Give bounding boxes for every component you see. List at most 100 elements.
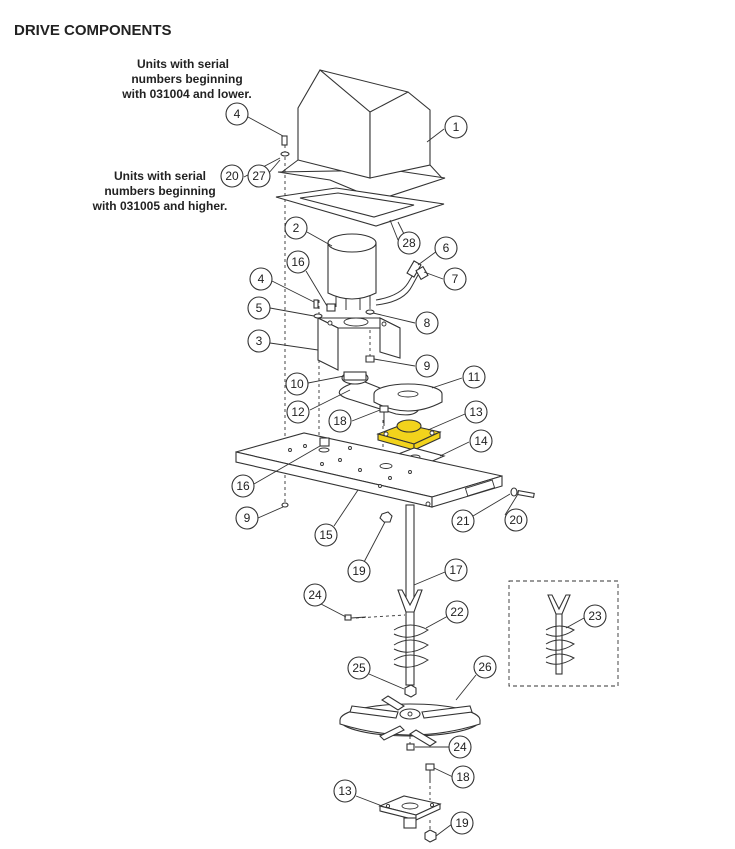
callout-label: 7 (452, 272, 459, 286)
side-bolt (510, 487, 535, 498)
drive-belt-pulleys (338, 371, 443, 416)
callout-22: 22 (445, 600, 469, 624)
callout-3: 3 (247, 329, 271, 353)
callout-label: 14 (474, 434, 488, 448)
callout-18: 18 (328, 409, 352, 433)
auger (393, 624, 429, 668)
motor (327, 233, 377, 310)
callout-label: 17 (449, 563, 463, 577)
callout-9: 9 (415, 354, 439, 378)
callout-label: 6 (443, 241, 450, 255)
callout-15: 15 (314, 523, 338, 547)
callout-label: 26 (478, 660, 492, 674)
leader-lines (243, 116, 585, 837)
bottom-bolt (406, 743, 415, 751)
auger-nut (404, 684, 417, 698)
callout-25: 25 (347, 656, 371, 680)
callout-label: 16 (291, 255, 305, 269)
callout-label: 21 (456, 514, 470, 528)
drive-shaft (397, 504, 423, 686)
bolt (379, 405, 389, 426)
callout-21: 21 (451, 509, 475, 533)
gasket (275, 187, 445, 227)
callout-label: 5 (256, 301, 263, 315)
serial-note-old: Units with serial numbers beginning with… (121, 57, 251, 101)
callout-label: 24 (453, 740, 467, 754)
note-line: numbers beginning (131, 72, 242, 86)
callout-label: 3 (256, 334, 263, 348)
callout-label: 12 (291, 405, 305, 419)
note-line: Units with serial (137, 57, 229, 71)
callout-7: 7 (443, 267, 467, 291)
base-plate (235, 432, 503, 508)
callout-19: 19 (450, 811, 474, 835)
callout-1: 1 (444, 115, 468, 139)
spinner-disc (339, 695, 481, 747)
nut (379, 511, 393, 523)
bushing (319, 437, 330, 447)
callout-label: 9 (244, 511, 251, 525)
callout-label: 18 (456, 770, 470, 784)
callout-label: 16 (236, 479, 250, 493)
callout-label: 8 (424, 316, 431, 330)
lower-nut (424, 829, 437, 843)
callout-label: 13 (338, 784, 352, 798)
callout-13: 13 (333, 779, 357, 803)
callout-19: 19 (347, 559, 371, 583)
callout-label: 20 (225, 169, 239, 183)
callout-10: 10 (285, 372, 309, 396)
callout-label: 9 (424, 359, 431, 373)
alternate-auger-inset (508, 580, 619, 687)
note-line: numbers beginning (104, 184, 215, 198)
callout-label: 18 (333, 414, 347, 428)
callout-23: 23 (583, 604, 607, 628)
callout-5: 5 (247, 296, 271, 320)
bracket-fasteners (280, 135, 375, 363)
callout-label: 10 (290, 377, 304, 391)
callout-label: 19 (455, 816, 469, 830)
callout-8: 8 (415, 311, 439, 335)
callout-17: 17 (444, 558, 468, 582)
callout-label: 11 (468, 370, 481, 384)
callout-16: 16 (231, 474, 255, 498)
callout-label: 25 (352, 661, 366, 675)
callout-26: 26 (473, 655, 497, 679)
callout-24: 24 (303, 583, 327, 607)
callout-label: 23 (588, 609, 602, 623)
callout-label: 13 (469, 405, 483, 419)
callout-label: 1 (453, 120, 460, 134)
serial-note-new: Units with serial numbers beginning with… (92, 169, 228, 213)
washer (281, 502, 289, 508)
callout-label: 28 (402, 236, 416, 250)
callout-14: 14 (469, 429, 493, 453)
callout-label: 2 (293, 221, 300, 235)
callout-11: 11 (462, 365, 486, 389)
flange-bearing-highlighted (376, 419, 442, 451)
callout-2: 2 (284, 216, 308, 240)
callout-6: 6 (434, 236, 458, 260)
note-line: Units with serial (114, 169, 206, 183)
note-line: with 031004 and lower. (121, 87, 251, 101)
motor-mount-bracket (317, 317, 401, 371)
callout-20: 20 (220, 164, 244, 188)
callout-label: 19 (352, 564, 366, 578)
callout-label: 4 (258, 272, 265, 286)
callout-12: 12 (286, 400, 310, 424)
callout-label: 20 (509, 513, 523, 527)
callout-label: 4 (234, 107, 241, 121)
callout-16: 16 (286, 250, 310, 274)
lower-flange-bearing (378, 795, 442, 829)
callout-28: 28 (397, 231, 421, 255)
note-line: with 031005 and higher. (92, 199, 228, 213)
callout-4: 4 (249, 267, 273, 291)
callout-label: 22 (450, 605, 464, 619)
callout-27: 27 (247, 164, 271, 188)
auger-bolt (344, 614, 367, 621)
callout-9: 9 (235, 506, 259, 530)
diagram-title: DRIVE COMPONENTS (14, 22, 172, 39)
callout-20: 20 (504, 508, 528, 532)
callout-13: 13 (464, 400, 488, 424)
callout-24: 24 (448, 735, 472, 759)
